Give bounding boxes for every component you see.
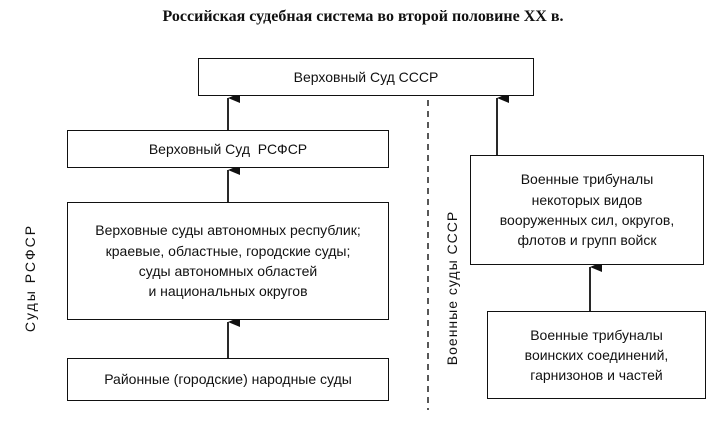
diagram-title: Российская судебная система во второй по… <box>162 8 564 25</box>
military-low-line: воинских соединений, <box>524 346 669 363</box>
regional-courts-line: Верховные суды автономных республик; <box>95 222 361 239</box>
regional-courts-line: суды автономных областей <box>138 263 318 279</box>
rsfsr-courts-side-label: Суды РСФСР <box>22 223 38 333</box>
military-tribunals-low-box: Военные трибуналы воинских соединений, г… <box>487 311 706 399</box>
military-high-line: некоторых видов <box>531 191 643 208</box>
military-high-line: флотов и групп войск <box>517 232 657 249</box>
military-high-line: Военные трибуналы <box>520 171 654 188</box>
regional-courts-line: краевые, областные, городские суды; <box>105 242 351 259</box>
regional-courts-line: и национальных округов <box>148 283 308 300</box>
district-courts-box: Районные (городские) народные суды <box>67 358 389 401</box>
district-courts-label: Районные (городские) народные суды <box>104 371 352 388</box>
military-low-line: гарнизонов и частей <box>530 367 663 384</box>
military-high-line: вооруженных сил, округов, <box>499 212 675 228</box>
regional-courts-box: Верховные суды автономных республик; кра… <box>67 202 389 320</box>
supreme-court-ussr-label: Верховный Суд СССР <box>293 68 439 85</box>
supreme-court-rsfsr-box: Верховный Суд РСФСР <box>67 130 389 168</box>
supreme-court-ussr-box: Верховный Суд СССР <box>198 58 534 96</box>
supreme-court-rsfsr-label: Верховный Суд РСФСР <box>148 140 308 157</box>
military-low-line: Военные трибуналы <box>530 326 663 343</box>
military-tribunals-high-box: Военные трибуналы некоторых видов вооруж… <box>470 155 704 265</box>
ussr-military-courts-side-label: Военные суды СССР <box>444 210 460 366</box>
